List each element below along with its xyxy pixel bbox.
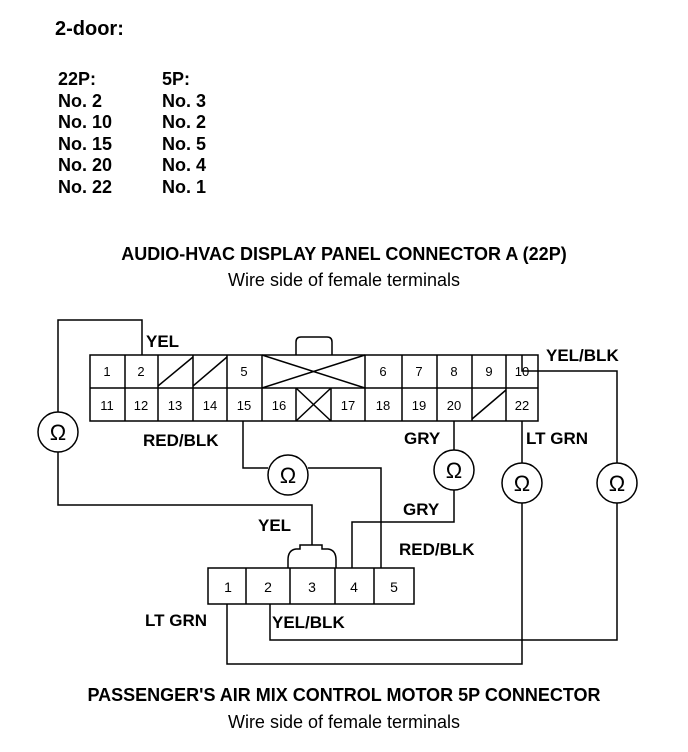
connector-5p-subtitle: Wire side of female terminals — [227, 712, 461, 732]
pin-list-item: No. 20 — [58, 155, 113, 175]
wire-label-yel: YEL — [146, 332, 179, 351]
wire-label-lt-grn: LT GRN — [526, 429, 588, 448]
pin-list-item: No. 5 — [162, 133, 207, 154]
ohm-symbol: Ω — [280, 463, 296, 488]
pin-number: 5 — [390, 579, 398, 595]
pin-list-header: 22P: — [58, 69, 97, 89]
pin-list-22p: 22P: No. 2 No. 10 No. 15 No. 20 No. 22 — [58, 69, 112, 198]
page-heading: 2-door: — [55, 18, 124, 40]
pin-number: 13 — [168, 398, 182, 413]
wire-label-gry: GRY — [404, 429, 441, 448]
pin-list-item: No. 4 — [162, 155, 207, 175]
pin-number: 22 — [515, 398, 529, 413]
pin-number: 20 — [447, 398, 461, 413]
pin-list-item: No. 10 — [58, 112, 113, 132]
connector-5p-body — [207, 567, 415, 605]
pin-number: 14 — [203, 398, 217, 413]
pin-number: 10 — [515, 364, 529, 379]
wire-label-yel-blk: YEL/BLK — [546, 346, 619, 365]
pin-list-item: No. 2 — [58, 90, 103, 111]
pin-number: 19 — [412, 398, 426, 413]
pin-number: 9 — [485, 364, 492, 379]
meter-symbol-left — [37, 411, 79, 453]
pin-number: 2 — [137, 364, 144, 379]
pin-number: 17 — [341, 398, 355, 413]
pin-number: 18 — [376, 398, 390, 413]
pin-number: 6 — [379, 364, 386, 379]
pin-list-header: 5P: — [162, 69, 191, 89]
pin-list-item: No. 1 — [162, 176, 207, 197]
pin-number: 7 — [415, 364, 422, 379]
wire-label-yel: YEL — [258, 516, 291, 535]
meter-symbol-lt-grn — [501, 462, 543, 504]
pin-number: 3 — [308, 579, 316, 595]
connector-a-title: AUDIO-HVAC DISPLAY PANEL CONNECTOR A (22… — [121, 244, 567, 264]
pin-list-item: No. 15 — [58, 133, 113, 154]
meter-symbol-yel-blk — [596, 462, 638, 504]
meter-symbol-red-blk — [267, 454, 309, 496]
meter-symbol-gry — [433, 449, 475, 491]
pin-number: 1 — [103, 364, 110, 379]
pin-number: 2 — [264, 579, 272, 595]
wire-label-lt-grn: LT GRN — [145, 611, 207, 630]
pin-number: 4 — [350, 579, 358, 595]
wire-label-gry: GRY — [403, 500, 440, 519]
pin-number: 8 — [450, 364, 457, 379]
pin-list-item: No. 22 — [58, 176, 113, 197]
connector-5p-title: PASSENGER'S AIR MIX CONTROL MOTOR 5P CON… — [87, 685, 601, 705]
ohm-symbol: Ω — [446, 458, 462, 483]
pin-number: 12 — [134, 398, 148, 413]
wire-label-yel-blk: YEL/BLK — [272, 613, 345, 632]
connector-a-subtitle: Wire side of female terminals — [227, 270, 461, 290]
pin-number: 1 — [224, 579, 232, 595]
ohm-symbol: Ω — [50, 420, 66, 445]
pin-list-item: No. 2 — [162, 112, 207, 132]
wire-label-red-blk: RED/BLK — [143, 431, 219, 450]
pin-list-5p: 5P: No. 3 No. 2 No. 5 No. 4 No. 1 — [162, 69, 206, 198]
ohm-symbol: Ω — [609, 471, 625, 496]
pin-number: 5 — [240, 364, 247, 379]
ohm-symbol: Ω — [514, 471, 530, 496]
pin-number: 16 — [272, 398, 286, 413]
pin-number: 15 — [237, 398, 251, 413]
pin-list-item: No. 3 — [162, 90, 207, 111]
pin-number: 11 — [100, 398, 114, 413]
wire-label-red-blk: RED/BLK — [399, 540, 475, 559]
